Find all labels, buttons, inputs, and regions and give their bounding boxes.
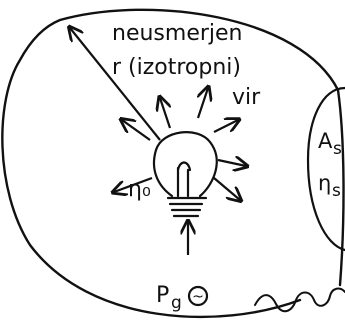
ray-arrow [160,98,170,128]
ray-arrow [218,160,246,166]
label-neusmerjen: neusmerjen [112,21,243,46]
label-area: A [318,129,333,153]
ac-source-icon: ~ [189,287,207,305]
light-bulb-icon [154,132,217,216]
ray-arrow [214,120,238,132]
ray-arrow [214,178,240,200]
ac-symbol: ~ [192,289,204,305]
label-receiver-eff: η [318,171,331,195]
label-receiver-eff-sub: s [332,181,341,201]
label-izotropni: r (izotropni) [112,55,241,80]
label-power-sub: g [171,293,182,313]
ray-arrow [198,88,208,118]
label-efficiency: η₀ [128,177,151,202]
label-power: P [156,283,169,308]
label-vir: vir [232,85,261,110]
label-area-sub: s [333,139,342,159]
